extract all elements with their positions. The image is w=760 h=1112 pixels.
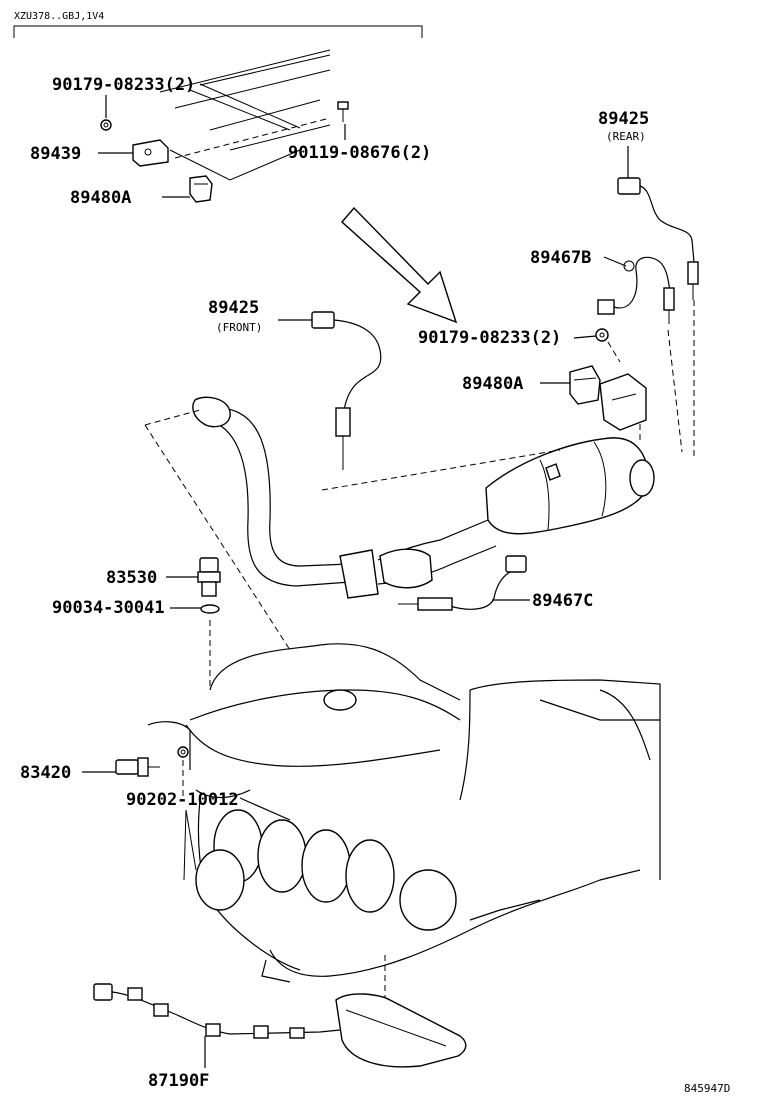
svg-text:83530: 83530	[106, 568, 157, 588]
callout-c8: 90179-08233(2)	[418, 328, 597, 348]
sensor-89480a-mid[interactable]	[569, 365, 647, 431]
callout-c5: 89425 (REAR)	[598, 109, 649, 178]
exhaust-pipe	[192, 396, 655, 599]
svg-text:89480A: 89480A	[462, 374, 523, 394]
svg-text:87190F: 87190F	[148, 1071, 209, 1091]
callout-c3: 89480A	[70, 188, 190, 208]
svg-text:89425: 89425	[208, 298, 259, 318]
callout-c11: 90034-30041	[52, 598, 201, 618]
sensor-89467b[interactable]	[597, 256, 675, 324]
callout-c9: 89480A	[462, 374, 570, 394]
svg-text:89425: 89425	[598, 109, 649, 129]
header-bracket	[13, 25, 423, 38]
nut-mid[interactable]	[595, 328, 609, 342]
oil-pan-gasket	[335, 993, 467, 1068]
sensor-89467c[interactable]	[398, 555, 527, 611]
svg-text:89467C: 89467C	[532, 591, 593, 611]
sensor-83420[interactable]	[115, 757, 160, 777]
svg-text:(FRONT): (FRONT)	[216, 321, 262, 334]
svg-text:90179-08233(2): 90179-08233(2)	[418, 328, 561, 348]
svg-text:90119-08676(2): 90119-08676(2)	[288, 143, 431, 163]
svg-text:89439: 89439	[30, 144, 81, 164]
svg-text:89467B: 89467B	[530, 248, 591, 268]
callout-c12: 89467C	[492, 591, 593, 611]
callout-c4: 90119-08676(2)	[288, 124, 431, 163]
switch-83530[interactable]	[197, 557, 221, 597]
callout-c15: 87190F	[148, 1036, 209, 1091]
bolt-top[interactable]	[337, 101, 349, 122]
callout-c10: 83530	[106, 568, 198, 588]
harness-87190f[interactable]	[93, 983, 341, 1039]
sensor-89480a-top[interactable]	[189, 175, 213, 203]
svg-text:(REAR): (REAR)	[606, 130, 646, 143]
svg-text:90179-08233(2): 90179-08233(2)	[52, 75, 195, 95]
svg-text:83420: 83420	[20, 763, 71, 783]
gasket-90034[interactable]	[200, 604, 220, 614]
sensor-89425-front[interactable]	[311, 311, 382, 470]
callout-c2: 89439	[30, 144, 133, 164]
sensor-89425-rear[interactable]	[617, 177, 699, 300]
frame-rails	[159, 49, 331, 181]
leader-dashed-lines	[144, 300, 695, 1000]
svg-text:90202-10012: 90202-10012	[126, 790, 239, 810]
callout-c7: 89425 (FRONT)	[208, 298, 312, 334]
callout-c13: 83420	[20, 763, 116, 783]
bracket-89439[interactable]	[132, 139, 169, 167]
header-code: XZU378..GBJ,1V4	[14, 11, 104, 22]
svg-text:89480A: 89480A	[70, 188, 131, 208]
engine-block	[147, 643, 661, 983]
gasket-90202[interactable]	[177, 746, 189, 758]
nut-top[interactable]	[100, 119, 112, 131]
callout-c1: 90179-08233(2)	[52, 75, 195, 118]
callout-c14: 90202-10012	[126, 790, 291, 881]
svg-text:90034-30041: 90034-30041	[52, 598, 165, 618]
illustration-id: 845947D	[684, 1082, 730, 1095]
direction-arrow	[341, 206, 458, 324]
callout-c6: 89467B	[530, 248, 627, 268]
